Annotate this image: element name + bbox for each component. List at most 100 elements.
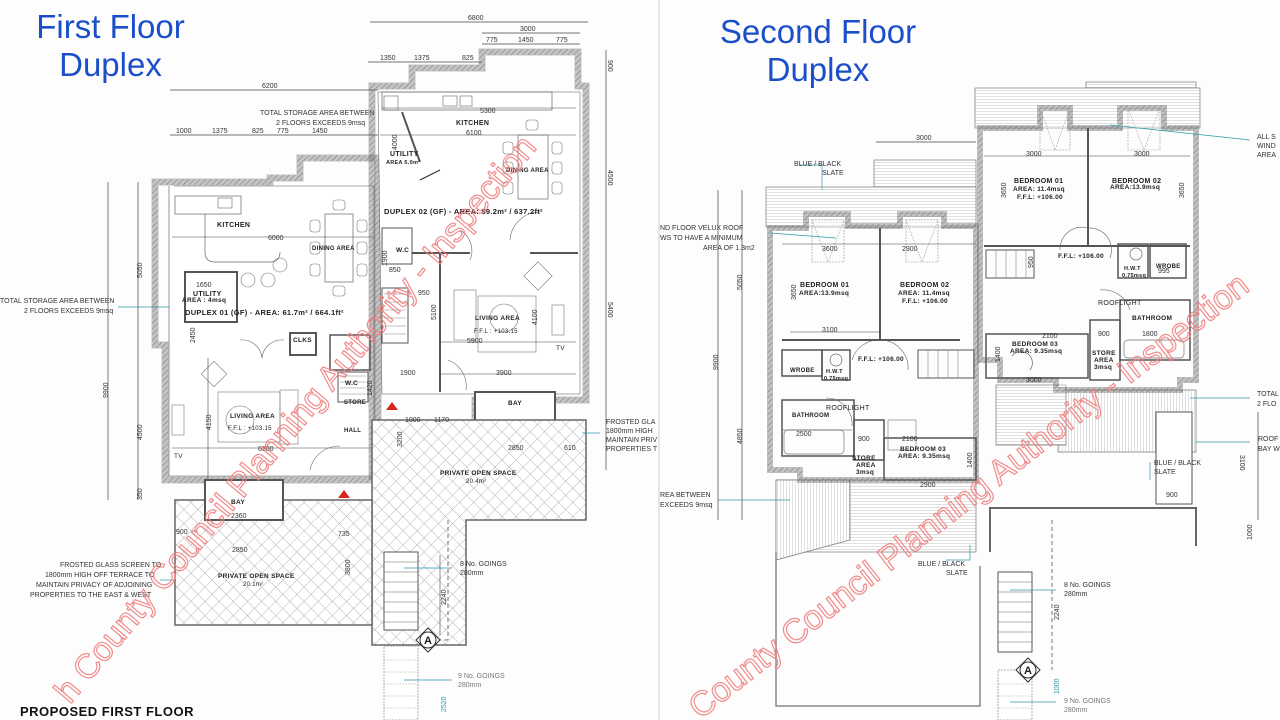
svg-text:280mm: 280mm <box>460 570 484 577</box>
dimension-lines <box>107 21 607 500</box>
first-floor-plan-drawing: 6800 3000 775 1450 775 1350 1375 825 620… <box>0 15 658 720</box>
svg-text:900: 900 <box>606 60 613 72</box>
section-marker-a: A <box>415 627 441 653</box>
svg-text:2 FLOORS EXCEEDS 9msq: 2 FLOORS EXCEEDS 9msq <box>276 120 365 127</box>
svg-text:1800mm HIGH: 1800mm HIGH <box>606 428 653 435</box>
svg-text:3000: 3000 <box>520 26 536 33</box>
frosted-glass-note-right: FROSTED GLA 1800mm HIGH MAINTAIN PRIV PR… <box>606 419 658 453</box>
svg-text:FROSTED GLA: FROSTED GLA <box>606 419 656 426</box>
svg-text:TV: TV <box>174 453 183 460</box>
svg-text:PRIVATE OPEN SPACE: PRIVATE OPEN SPACE <box>218 573 295 580</box>
svg-text:DUPLEX 01 (GF) - AREA: 61.7m²: DUPLEX 01 (GF) - AREA: 61.7m² / 664.1ft² <box>185 308 344 317</box>
bay-duplex-02 <box>474 391 556 423</box>
svg-text:UTILITY: UTILITY <box>390 151 419 158</box>
svg-text:775: 775 <box>486 37 498 44</box>
goings-note-8: 8 No. GOINGS 280mm <box>460 561 507 577</box>
svg-text:DINING AREA: DINING AREA <box>312 246 355 252</box>
svg-text:2850: 2850 <box>232 547 248 554</box>
svg-text:2850: 2850 <box>508 445 524 452</box>
svg-text:A: A <box>424 635 432 647</box>
svg-text:825: 825 <box>462 55 474 62</box>
svg-text:MAINTAIN PRIV: MAINTAIN PRIV <box>606 437 658 444</box>
svg-text:1450: 1450 <box>518 37 534 44</box>
svg-text:LIVING AREA: LIVING AREA <box>230 413 275 420</box>
first-floor-title-line1: First Floor <box>36 8 185 45</box>
storage-note-top: TOTAL STORAGE AREA BETWEEN 2 FLOORS EXCE… <box>260 110 375 127</box>
svg-text:850: 850 <box>389 267 401 274</box>
svg-text:5050: 5050 <box>137 262 144 278</box>
svg-text:3900: 3900 <box>496 370 512 377</box>
svg-text:3800: 3800 <box>345 559 352 575</box>
svg-text:4500: 4500 <box>606 170 613 186</box>
svg-text:5300: 5300 <box>480 108 496 115</box>
svg-text:UTILITY: UTILITY <box>193 291 222 298</box>
svg-text:1450: 1450 <box>312 128 328 135</box>
svg-text:775: 775 <box>277 128 289 135</box>
second-floor-panel <box>660 0 1280 720</box>
svg-text:1000: 1000 <box>405 417 421 424</box>
svg-text:6500: 6500 <box>258 446 274 453</box>
svg-text:2520: 2520 <box>441 696 448 712</box>
svg-text:20.1m²: 20.1m² <box>243 582 263 588</box>
svg-text:W.C: W.C <box>345 380 358 387</box>
svg-text:5900: 5900 <box>467 338 483 345</box>
svg-text:MAINTAIN PRIVACY OF ADJOINING: MAINTAIN PRIVACY OF ADJOINING <box>36 582 152 589</box>
svg-text:5400: 5400 <box>606 302 613 318</box>
svg-text:TOTAL STORAGE AREA BETWEEN: TOTAL STORAGE AREA BETWEEN <box>260 110 375 117</box>
svg-text:950: 950 <box>418 290 430 297</box>
entrance-marker-icon <box>338 490 350 498</box>
svg-text:280mm: 280mm <box>458 682 482 689</box>
svg-text:BAY: BAY <box>231 499 245 506</box>
svg-text:PRIVATE OPEN SPACE: PRIVATE OPEN SPACE <box>440 470 517 477</box>
svg-text:TV: TV <box>556 345 565 352</box>
svg-text:HALL: HALL <box>344 428 361 434</box>
svg-text:6800: 6800 <box>468 15 484 22</box>
svg-text:W.C: W.C <box>396 247 409 254</box>
duplex-01-walls <box>151 154 382 498</box>
svg-text:LIVING AREA: LIVING AREA <box>475 315 520 322</box>
svg-text:STORE: STORE <box>344 400 366 406</box>
svg-text:5100: 5100 <box>431 304 438 320</box>
svg-text:735: 735 <box>338 531 350 538</box>
plan-caption: PROPOSED FIRST FLOOR <box>20 704 194 719</box>
svg-text:775: 775 <box>556 37 568 44</box>
svg-text:4000: 4000 <box>392 134 399 150</box>
svg-text:1650: 1650 <box>196 282 212 289</box>
svg-text:1900: 1900 <box>400 370 416 377</box>
svg-text:1420: 1420 <box>367 380 374 396</box>
second-floor-title-line1: Second Floor <box>719 13 917 50</box>
entrance-marker-icon <box>386 402 398 410</box>
svg-text:1900: 1900 <box>382 250 389 266</box>
svg-text:FROSTED GLASS SCREEN TO: FROSTED GLASS SCREEN TO <box>60 562 162 569</box>
svg-text:3200: 3200 <box>397 431 404 447</box>
svg-text:1375: 1375 <box>212 128 228 135</box>
second-floor-title: Second Floor Duplex <box>700 13 936 89</box>
svg-text:610: 610 <box>564 445 576 452</box>
svg-text:900: 900 <box>176 529 188 536</box>
svg-text:AREA 5.0m²: AREA 5.0m² <box>386 159 420 166</box>
svg-text:1350: 1350 <box>380 55 396 62</box>
svg-text:6200: 6200 <box>262 83 278 90</box>
panel-divider <box>658 0 660 720</box>
svg-text:1170: 1170 <box>434 417 449 424</box>
svg-text:DUPLEX 02 (GF) - AREA: 59.2m²: DUPLEX 02 (GF) - AREA: 59.2m² / 637.2ft² <box>384 207 543 216</box>
svg-text:DINING AREA: DINING AREA <box>506 168 549 174</box>
svg-text:4100: 4100 <box>532 309 539 325</box>
svg-text:BAY: BAY <box>508 400 522 407</box>
svg-text:2 FLOORS EXCEEDS 9msq: 2 FLOORS EXCEEDS 9msq <box>24 308 113 315</box>
svg-text:PROPERTIES TO THE EAST & WEST: PROPERTIES TO THE EAST & WEST <box>30 592 152 599</box>
svg-text:PROPERTIES T: PROPERTIES T <box>606 446 658 453</box>
svg-text:1800mm HIGH OFF TERRACE TO: 1800mm HIGH OFF TERRACE TO <box>45 572 155 579</box>
svg-text:F.F.L : +103.15: F.F.L : +103.15 <box>228 426 272 432</box>
room-label: KITCHEN <box>217 222 250 229</box>
svg-text:F.F.L : +103.15: F.F.L : +103.15 <box>474 329 518 335</box>
first-floor-title-line2: Duplex <box>59 46 162 83</box>
private-open-space-duplex-02 <box>371 419 587 646</box>
svg-text:TOTAL STORAGE AREA BETWEEN: TOTAL STORAGE AREA BETWEEN <box>0 298 115 305</box>
svg-text:4150: 4150 <box>206 414 213 430</box>
frosted-glass-note-left: FROSTED GLASS SCREEN TO 1800mm HIGH OFF … <box>30 562 162 599</box>
goings-note-9: 9 No. GOINGS 280mm <box>458 673 505 689</box>
svg-text:350: 350 <box>137 488 144 500</box>
first-floor-title: First Floor Duplex <box>18 8 203 84</box>
bay-duplex-01 <box>204 479 284 521</box>
